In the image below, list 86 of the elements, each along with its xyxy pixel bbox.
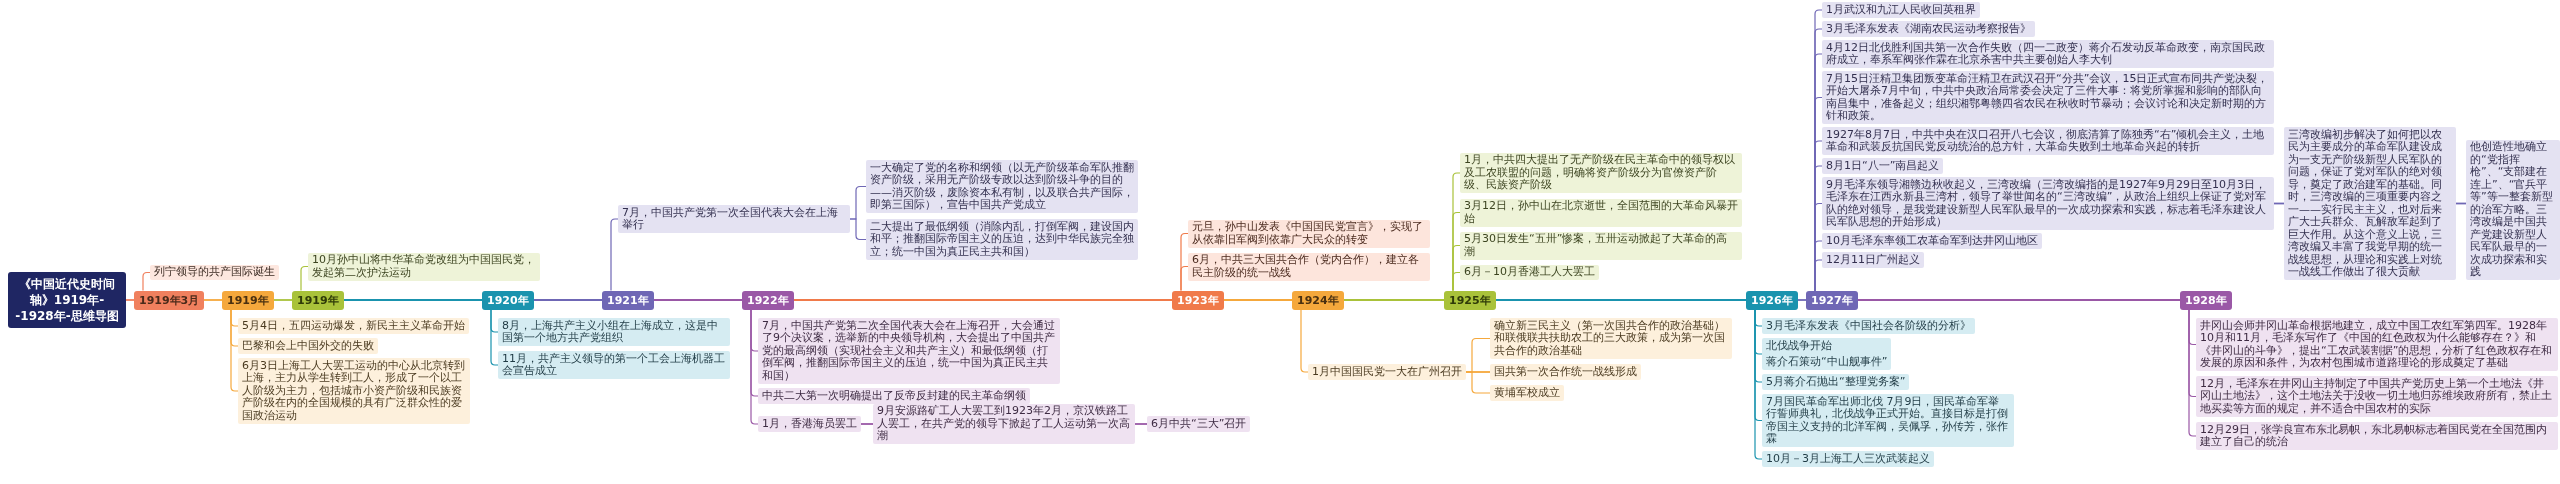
- connector-line: [1134, 423, 1148, 425]
- event-box: 3月毛泽东发表《中国社会各阶级的分析》: [1762, 318, 1975, 334]
- year-box: 1925年: [1444, 290, 1496, 310]
- event-box: [1762, 338, 1892, 370]
- event-box: 一大确定了党的名称和纲领（以无产阶级革命军队推翻资产阶级，采用无产阶级专政以达到阶级斗争的目的——消灭阶级，废除资本私有制，以及联合共产国际，即第三国际），宣告中国共产党成立: [866, 160, 1138, 213]
- event-box: 12月，毛泽东在井冈山主持制定了中国共产党历史上第一个土地法《井冈山土地法》，这个土地法关于没收一切土地归苏维埃政府所有，禁止土地买卖等方面的规定，并不适合中国农村的实际: [2196, 376, 2558, 417]
- event-box: 11月，共产主义领导的第一个工会上海机器工会宣告成立: [498, 351, 730, 379]
- year-box: 1922年: [742, 290, 794, 310]
- connector-line: [1180, 265, 1189, 292]
- year-box: 1927年: [1806, 290, 1858, 310]
- connector-line: [793, 299, 1173, 301]
- connector-line: [1495, 299, 1747, 301]
- connector-line: [203, 299, 223, 301]
- connector-line: [1343, 299, 1445, 301]
- year-box: 1923年: [1172, 290, 1224, 310]
- event-box: 3月12日，孙中山在北京逝世，全国范围的大革命风暴开始: [1460, 198, 1742, 227]
- event-box: 巴黎和会上中国外交的失败: [238, 338, 378, 354]
- event-box: 12月11日广州起义: [1822, 252, 1924, 268]
- connector-line: [750, 308, 759, 425]
- event-box: 7月国民革命军出师北伐 7月9日，国民革命军举行誓师典礼，北伐战争正式开始。直接目标是打倒帝国主义支持的北洋军阀，吴佩孚，孙传芳，张作霖: [1762, 394, 2014, 447]
- event-box: 1月中国国民党一大在广州召开: [1308, 364, 1466, 380]
- event-box: 三湾改编初步解决了如何把以农民为主要成分的革命军队建设成为一支无产阶级新型人民军队的问题，保证了党对军队的绝对领导，奠定了政治建军的基础。同时，三湾改编的三项重要内容之一——实行民主主义，也对后来广大士兵群众、瓦解敌军起到了巨大作用。从这个意义上说，三湾改编又丰富了我党早期的统一战线思想，从理论和实践上对统一战线工作做出了很大贡献: [2284, 127, 2456, 280]
- title-box: 《中国近代史时间轴》1919年--1928年-思维导图: [8, 272, 126, 328]
- connector-line: [125, 299, 135, 301]
- event-box: 6月3日上海工人大罢工运动的中心从北京转到上海，主力从学生转到工人，形成了一个以工人阶级为主力，包括城市小资产阶级和民族资产阶级在内的全国规模的具有广泛群众性的爱国政治运动: [238, 358, 470, 424]
- event-box: 8月，上海共产主义小组在上海成立，这是中国第一个地方共产党组织: [498, 318, 730, 346]
- connector-line: [273, 299, 293, 301]
- connector-line: [533, 299, 603, 301]
- connector-line: [1754, 308, 1763, 460]
- connector-line: [1223, 299, 1293, 301]
- event-box: 9月毛泽东领导湘赣边秋收起义，三湾改编（三湾改编指的是1927年9月29日至10月3日，毛泽东在江西永新县三湾村，领导了举世闻名的“三湾改编”，从政治上组织上保证了党对军队的绝对领导，是我党建设新型人民军队最早的一次成功探索和实践，标志着毛泽东建设人民军队思想的开始形成）: [1822, 177, 2274, 230]
- connector-line: [1814, 259, 1823, 292]
- event-box: 1月，中共四大提出了无产阶级在民主革命中的领导权以及工农联盟的问题，明确将资产阶级分为官僚资产阶级、民族资产阶级: [1460, 152, 1742, 193]
- year-box: 1924年: [1292, 290, 1344, 310]
- connector-line: [849, 218, 867, 241]
- connector-line: [860, 423, 874, 425]
- event-box: 他创造性地确立的“党指挥枪”、“支部建在连上”、“官兵平等”等一整套新型的治军方略。三湾改编是中国共产党建设新型人民军队最早的一次成功探索和实践: [2466, 139, 2560, 280]
- connector-line: [490, 308, 499, 366]
- event-box: 6月中共“三大”召开: [1147, 416, 1251, 432]
- event-box: 6月－10月香港工人大罢工: [1460, 264, 1599, 280]
- event-box: 1927年8月7日，中共中央在汉口召开八七会议，彻底清算了陈独秀“右”倾机会主义，土地革命和武装反抗国民党反动统治的总方针，大革命失败到土地革命兴起的转折: [1822, 127, 2274, 155]
- year-box: 1926年: [1746, 290, 1798, 310]
- event-box: 10月孙中山将中华革命党改组为中国国民党，发起第二次护法运动: [308, 252, 540, 281]
- connector-line: [1857, 299, 2181, 301]
- event-box: 1月，香港海员罢工: [758, 416, 861, 432]
- connector-line: [1300, 308, 1309, 373]
- event-box: 7月，中国共产党第一次全国代表大会在上海举行: [618, 205, 850, 233]
- event-box: 10月毛泽东率领工农革命军到达井冈山地区: [1822, 233, 2042, 249]
- event-box: 元旦，孙中山发表《中国国民党宣言》，实现了从依靠旧军阀到依靠广大民众的转变: [1188, 219, 1430, 248]
- event-box: 井冈山会师井冈山革命根据地建立，成立中国工农红军第四军。1928年10月和11月，毛泽东写作了《中国的红色政权为什么能够存在？》和《井冈山的斗争》，提出“工农武装割据”的思想，分析了红色政权存在和发展的原因和条件，为农村包围城市道路理论的形成奠定了基础: [2196, 318, 2558, 371]
- connector-line: [2188, 308, 2197, 437]
- year-box: 1921年: [602, 290, 654, 310]
- event-box: 确立新三民主义（第一次国共合作的政治基础）和联俄联共扶助农工的三大政策，成为第一次国共合作的政治基础: [1490, 318, 1732, 359]
- event-box: 5月蒋介石抛出“整理党务案”: [1762, 374, 1910, 390]
- event-box: 二大提出了最低纲领（消除内乱，打倒军阀，建设国内和平；推翻国际帝国主义的压迫，达到中华民族完全独立；统一中国为真正民主共和国）: [866, 219, 1138, 260]
- connector-line: [610, 218, 619, 292]
- event-text: 蒋介石策动“中山舰事件”: [1766, 356, 1888, 369]
- year-box: 1920年: [482, 290, 534, 310]
- year-box: 1919年3月: [134, 290, 205, 310]
- event-box: 7月15日汪精卫集团叛变革命汪精卫在武汉召开“分共”会议，15日正式宣布同共产党决裂，开始大屠杀7月中旬，中共中央政治局常委会决定了三件大事：将党所掌握和影响的部队向南昌集中，准备起义；组织湘鄂粤赣四省农民在秋收时节暴动；会议讨论和决定新时期的方针和政策。: [1822, 71, 2274, 124]
- connector-line: [1797, 299, 1807, 301]
- event-box: 12月29日，张学良宣布东北易帜，东北易帜标志着国民党在全国范围内建立了自己的统治: [2196, 422, 2558, 450]
- year-box: 1928年: [2180, 290, 2232, 310]
- event-box: 国共第一次合作统一战线形成: [1490, 364, 1641, 380]
- event-box: 7月，中国共产党第二次全国代表大会在上海召开，大会通过了9个决议案，选举新的中央领导机构，大会提出了中国共产党的最高纲领（实现社会主义和共产主义）和最低纲领（打倒军阀，推翻国际帝国主义的压迫，统一中国为真正民主共和国）: [758, 318, 1060, 384]
- event-box: 5月4日，五四运动爆发，新民主主义革命开始: [238, 318, 469, 334]
- year-box: 1919年: [222, 290, 274, 310]
- connector-line: [230, 308, 239, 392]
- event-box: 9月安源路矿工人大罢工到1923年2月，京汉铁路工人罢工，在共产党的领导下掀起了工人运动第一次高潮: [873, 403, 1135, 444]
- event-box: 3月毛泽东发表《湖南农民运动考察报告》: [1822, 21, 2035, 37]
- connector-line: [1452, 271, 1461, 292]
- event-text: 北伐战争开始: [1766, 339, 1833, 352]
- event-box: 4月12日北伐胜利国共第一次合作失败（四一二政变）蒋介石发动反革命政变，南京国民政府成立，奉系军阀张作霖在北京杀害中共主要创始人李大钊: [1822, 40, 2274, 68]
- event-box: 10月－3月上海工人三次武装起义: [1762, 451, 1934, 467]
- connector-line: [653, 299, 743, 301]
- connector-line: [300, 265, 309, 292]
- event-box: 8月1日“八一”南昌起义: [1822, 158, 1944, 174]
- connector-line: [343, 299, 483, 301]
- year-box: 1919年: [292, 290, 344, 310]
- event-box: 6月，中共三大国共合作（党内合作），建立各民主阶级的统一战线: [1188, 252, 1430, 281]
- connector-line: [142, 271, 151, 292]
- event-box: 1月武汉和九江人民收回英租界: [1822, 2, 1980, 18]
- event-box: 中共二大第一次明确提出了反帝反封建的民主革命纲领: [758, 388, 1030, 404]
- event-box: 黄埔军校成立: [1490, 385, 1564, 401]
- event-box: 列宁领导的共产国际诞生: [150, 264, 279, 280]
- event-box: 5月30日发生“五卅”惨案，五卅运动掀起了大革命的高潮: [1460, 231, 1742, 260]
